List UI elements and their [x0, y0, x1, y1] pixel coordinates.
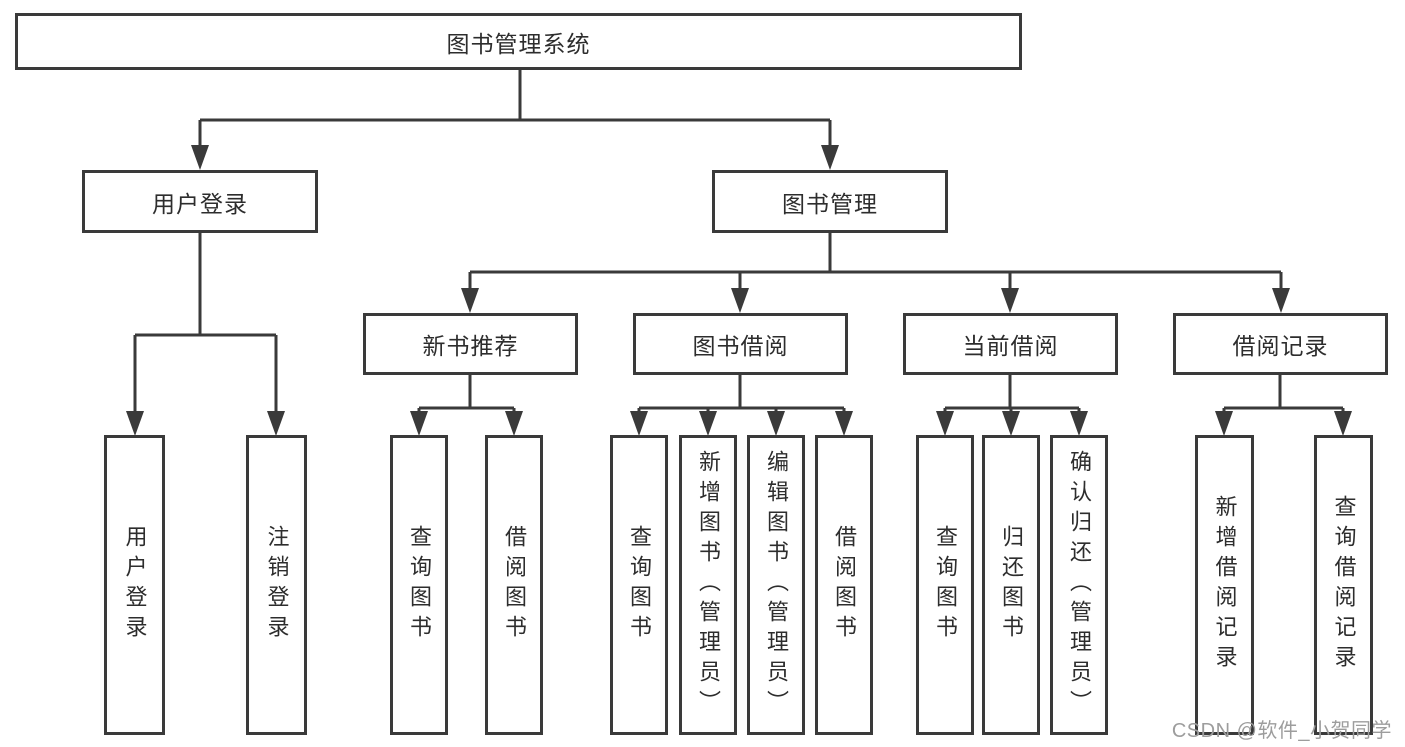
arrowhead-icon — [835, 411, 853, 436]
arrowhead-icon — [821, 145, 839, 170]
node-borrowing-records: 借阅记录 — [1173, 313, 1388, 375]
arrowhead-icon — [630, 411, 648, 436]
leaf-logout: 注销登录 — [246, 435, 307, 735]
arrowhead-icon — [1334, 411, 1352, 436]
leaf-borrowing-edit-books-admin: 编辑图书（管理员） — [747, 435, 805, 735]
arrowhead-icon — [1002, 411, 1020, 436]
leaf-records-query-record: 查询借阅记录 — [1314, 435, 1373, 735]
watermark: CSDN @软件_小贺同学 — [1171, 720, 1392, 742]
leaf-user-login: 用户登录 — [104, 435, 165, 735]
leaf-borrowing-add-books-admin: 新增图书（管理员） — [679, 435, 737, 735]
leaf-current-confirm-return-admin: 确认归还（管理员） — [1050, 435, 1108, 735]
arrowhead-icon — [505, 411, 523, 436]
arrowhead-icon — [936, 411, 954, 436]
leaf-records-add-record: 新增借阅记录 — [1195, 435, 1254, 735]
leaf-borrowing-borrow-books: 借阅图书 — [815, 435, 873, 735]
arrowhead-icon — [731, 288, 749, 313]
leaf-current-return-books: 归还图书 — [982, 435, 1040, 735]
node-book-management: 图书管理 — [712, 170, 948, 233]
connector-arrows — [126, 145, 1352, 436]
node-new-book-recommendation: 新书推荐 — [363, 313, 578, 375]
node-user-login: 用户登录 — [82, 170, 318, 233]
arrowhead-icon — [1070, 411, 1088, 436]
leaf-new-books-query-books: 查询图书 — [390, 435, 448, 735]
arrowhead-icon — [267, 411, 285, 436]
arrowhead-icon — [461, 288, 479, 313]
leaf-new-books-borrow-books: 借阅图书 — [485, 435, 543, 735]
arrowhead-icon — [1215, 411, 1233, 436]
node-current-borrowing: 当前借阅 — [903, 313, 1118, 375]
arrowhead-icon — [699, 411, 717, 436]
arrowhead-icon — [410, 411, 428, 436]
leaf-current-query-books: 查询图书 — [916, 435, 974, 735]
arrowhead-icon — [126, 411, 144, 436]
arrowhead-icon — [1001, 288, 1019, 313]
connector-path — [133, 70, 1345, 413]
arrowhead-icon — [767, 411, 785, 436]
leaf-borrowing-query-books: 查询图书 — [610, 435, 668, 735]
arrowhead-icon — [1272, 288, 1290, 313]
arrowhead-icon — [191, 145, 209, 170]
node-library-management-system: 图书管理系统 — [15, 13, 1022, 70]
node-book-borrowing: 图书借阅 — [633, 313, 848, 375]
